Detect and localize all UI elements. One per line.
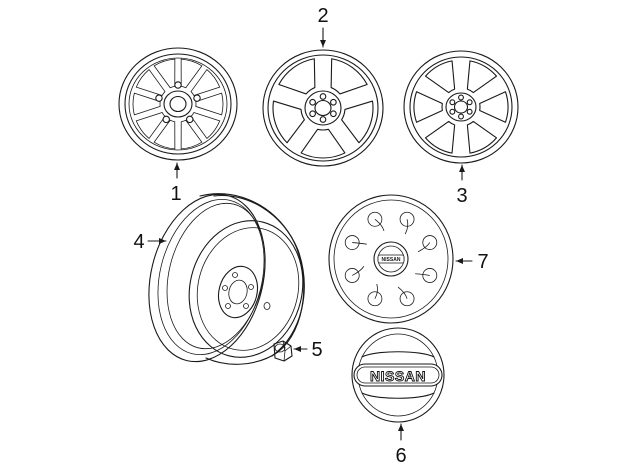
lug-hole: [319, 93, 327, 100]
lug-hole: [319, 116, 327, 123]
cover-rib: [397, 286, 408, 299]
cover-slot: [399, 291, 415, 307]
callout-numbers: 1 2 3 4 5 6 7: [133, 5, 488, 467]
spoke-window: [180, 58, 203, 89]
spoke-window: [272, 100, 305, 144]
spoke-window: [153, 119, 176, 150]
spoke-window: [153, 58, 176, 89]
callout-6: 6: [395, 445, 406, 467]
cover-slot: [367, 291, 383, 307]
lug-hole: [449, 99, 456, 106]
spoke-window: [424, 60, 456, 94]
spoke-window: [413, 91, 443, 123]
cover-slot: [344, 268, 360, 283]
spoke-window: [424, 120, 456, 154]
spoke-window: [466, 120, 498, 154]
lug-hole: [309, 110, 316, 118]
spoke-window: [190, 112, 221, 140]
cover-slot: [367, 211, 383, 227]
lug-hole: [466, 99, 473, 106]
spoke-window: [195, 92, 224, 116]
wheel-cover-7: NISSAN: [328, 194, 454, 324]
leader-arrows: [147, 27, 473, 441]
lug-hole: [330, 110, 337, 118]
cover-slot: [422, 235, 438, 250]
lug-hole: [330, 98, 337, 106]
spoke-window: [132, 92, 161, 116]
cover-slot: [422, 268, 438, 283]
callout-3: 3: [456, 185, 467, 207]
cover-rib: [417, 242, 431, 253]
lug-nut-5: [273, 340, 293, 362]
lug-hole: [155, 94, 163, 102]
spoke-window: [479, 91, 509, 123]
wheel-1-alloy: [118, 47, 238, 161]
spoke-window: [190, 68, 221, 96]
spoke-window: [180, 119, 203, 150]
cover-rib: [352, 266, 365, 276]
lug-hole: [449, 108, 456, 115]
wheel-2-alloy: [262, 49, 384, 167]
spoke-window: [341, 100, 374, 144]
lug-hole: [466, 108, 473, 115]
callout-4: 4: [133, 231, 144, 253]
lug-hole: [162, 115, 170, 124]
cover-slot: [399, 211, 415, 227]
spoke-window: [330, 58, 368, 95]
callout-7: 7: [477, 251, 488, 273]
cover-rib: [374, 283, 378, 299]
spoke-window: [135, 68, 166, 96]
spoke-window: [466, 60, 498, 94]
spoke-window: [300, 128, 346, 159]
callout-1: 1: [170, 183, 181, 205]
wheel-3-alloy: [403, 50, 519, 164]
lug-hole: [174, 81, 182, 89]
wheel-cover-logo: NISSAN: [382, 257, 401, 263]
lug-hole: [309, 98, 316, 106]
lug-hole: [193, 94, 201, 102]
callout-5: 5: [311, 339, 322, 361]
lug-hole: [186, 115, 194, 124]
spoke-window: [135, 112, 166, 140]
cover-rib: [374, 218, 385, 232]
cover-slot: [344, 235, 360, 250]
lug-hole: [458, 113, 464, 120]
cover-rib: [352, 242, 367, 245]
callout-2: 2: [317, 5, 328, 27]
center-cap-6: NISSAN: [351, 327, 445, 423]
cover-rib: [404, 219, 409, 235]
cover-rib: [415, 273, 430, 276]
lug-hole: [458, 94, 464, 101]
wheel-4-steel: [148, 193, 305, 365]
spoke-window: [278, 58, 316, 95]
center-cap-logo: NISSAN: [370, 368, 426, 384]
